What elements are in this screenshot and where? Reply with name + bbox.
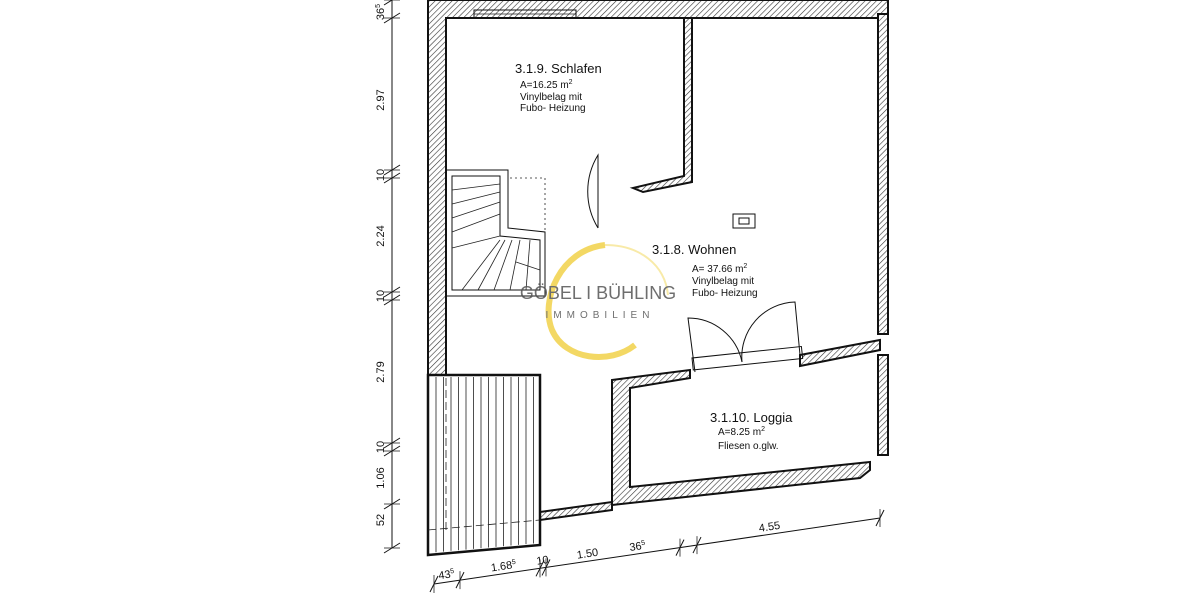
- room-floor: Vinylbelag mit: [692, 276, 754, 287]
- dimension-label: 1.50: [576, 547, 599, 562]
- horizontal-dimension-chain: 435 1.685 10 1.50 365 4.55: [429, 509, 885, 593]
- logo-ring: [545, 242, 637, 360]
- logo-brand: GÖBEL I BÜHLING: [520, 283, 676, 303]
- room-schlafen: 3.1.9. Schlafen A=16.25 m2 Vinylbelag mi…: [515, 61, 602, 114]
- bedroom-door: [587, 153, 599, 229]
- dimension-label: 52: [375, 514, 387, 526]
- room-wohnen: 3.1.8. Wohnen A= 37.66 m2 Vinylbelag mit…: [652, 242, 758, 299]
- windows: [473, 9, 756, 229]
- bedroom-partition: [629, 17, 693, 194]
- vertical-dimension-chain: 365 2.97 10 2.24 10 2.79 10 1.06 52: [375, 0, 401, 554]
- dimension-label: 10: [375, 290, 387, 302]
- room-area: A=16.25 m2: [520, 79, 573, 91]
- dimension-label: 10: [375, 169, 387, 181]
- room-floor: Fliesen o.glw.: [718, 441, 779, 452]
- balcony-door-right: [741, 301, 801, 363]
- doors: [587, 153, 804, 373]
- terrace-stairs: [426, 373, 542, 557]
- loggia-outer-wall: [611, 368, 871, 507]
- room-name: 3.1.10. Loggia: [710, 410, 793, 425]
- loggia-lower-wall: [539, 500, 613, 522]
- dimension-label: 365: [375, 4, 387, 20]
- room-name: 3.1.9. Schlafen: [515, 61, 602, 76]
- dimension-label: 365: [629, 540, 647, 554]
- room-heating: Fubo- Heizung: [692, 288, 758, 299]
- dimension-label: 1.685: [490, 559, 517, 575]
- staircase: [446, 169, 546, 297]
- room-area: A= 37.66 m2: [692, 263, 747, 275]
- dimension-label: 2.97: [375, 89, 387, 110]
- room-area: A=8.25 m2: [718, 426, 765, 438]
- logo-tagline: IMMOBILIEN: [546, 310, 655, 321]
- chimney-symbol: [732, 213, 756, 229]
- room-loggia: 3.1.10. Loggia A=8.25 m2 Fliesen o.glw.: [710, 410, 793, 452]
- right-wall-lower: [877, 354, 889, 456]
- dimension-label: 435: [438, 568, 456, 582]
- loggia-parapet-top: [799, 338, 881, 368]
- dimension-label: 1.06: [375, 467, 387, 488]
- dimension-label: 2.24: [375, 225, 387, 246]
- balcony-door-left: [687, 317, 743, 373]
- right-wall-segment: [877, 13, 889, 335]
- room-floor: Vinylbelag mit: [520, 92, 582, 103]
- dimension-label: 4.55: [758, 520, 781, 535]
- room-heating: Fubo- Heizung: [520, 103, 586, 114]
- watermark-logo: GÖBEL I BÜHLING IMMOBILIEN: [520, 242, 676, 360]
- room-name: 3.1.8. Wohnen: [652, 242, 736, 257]
- dimension-tick: [383, 0, 393, 6]
- dimension-label: 10: [536, 554, 550, 568]
- dimension-label: 10: [375, 441, 387, 453]
- dimension-label: 2.79: [375, 361, 387, 382]
